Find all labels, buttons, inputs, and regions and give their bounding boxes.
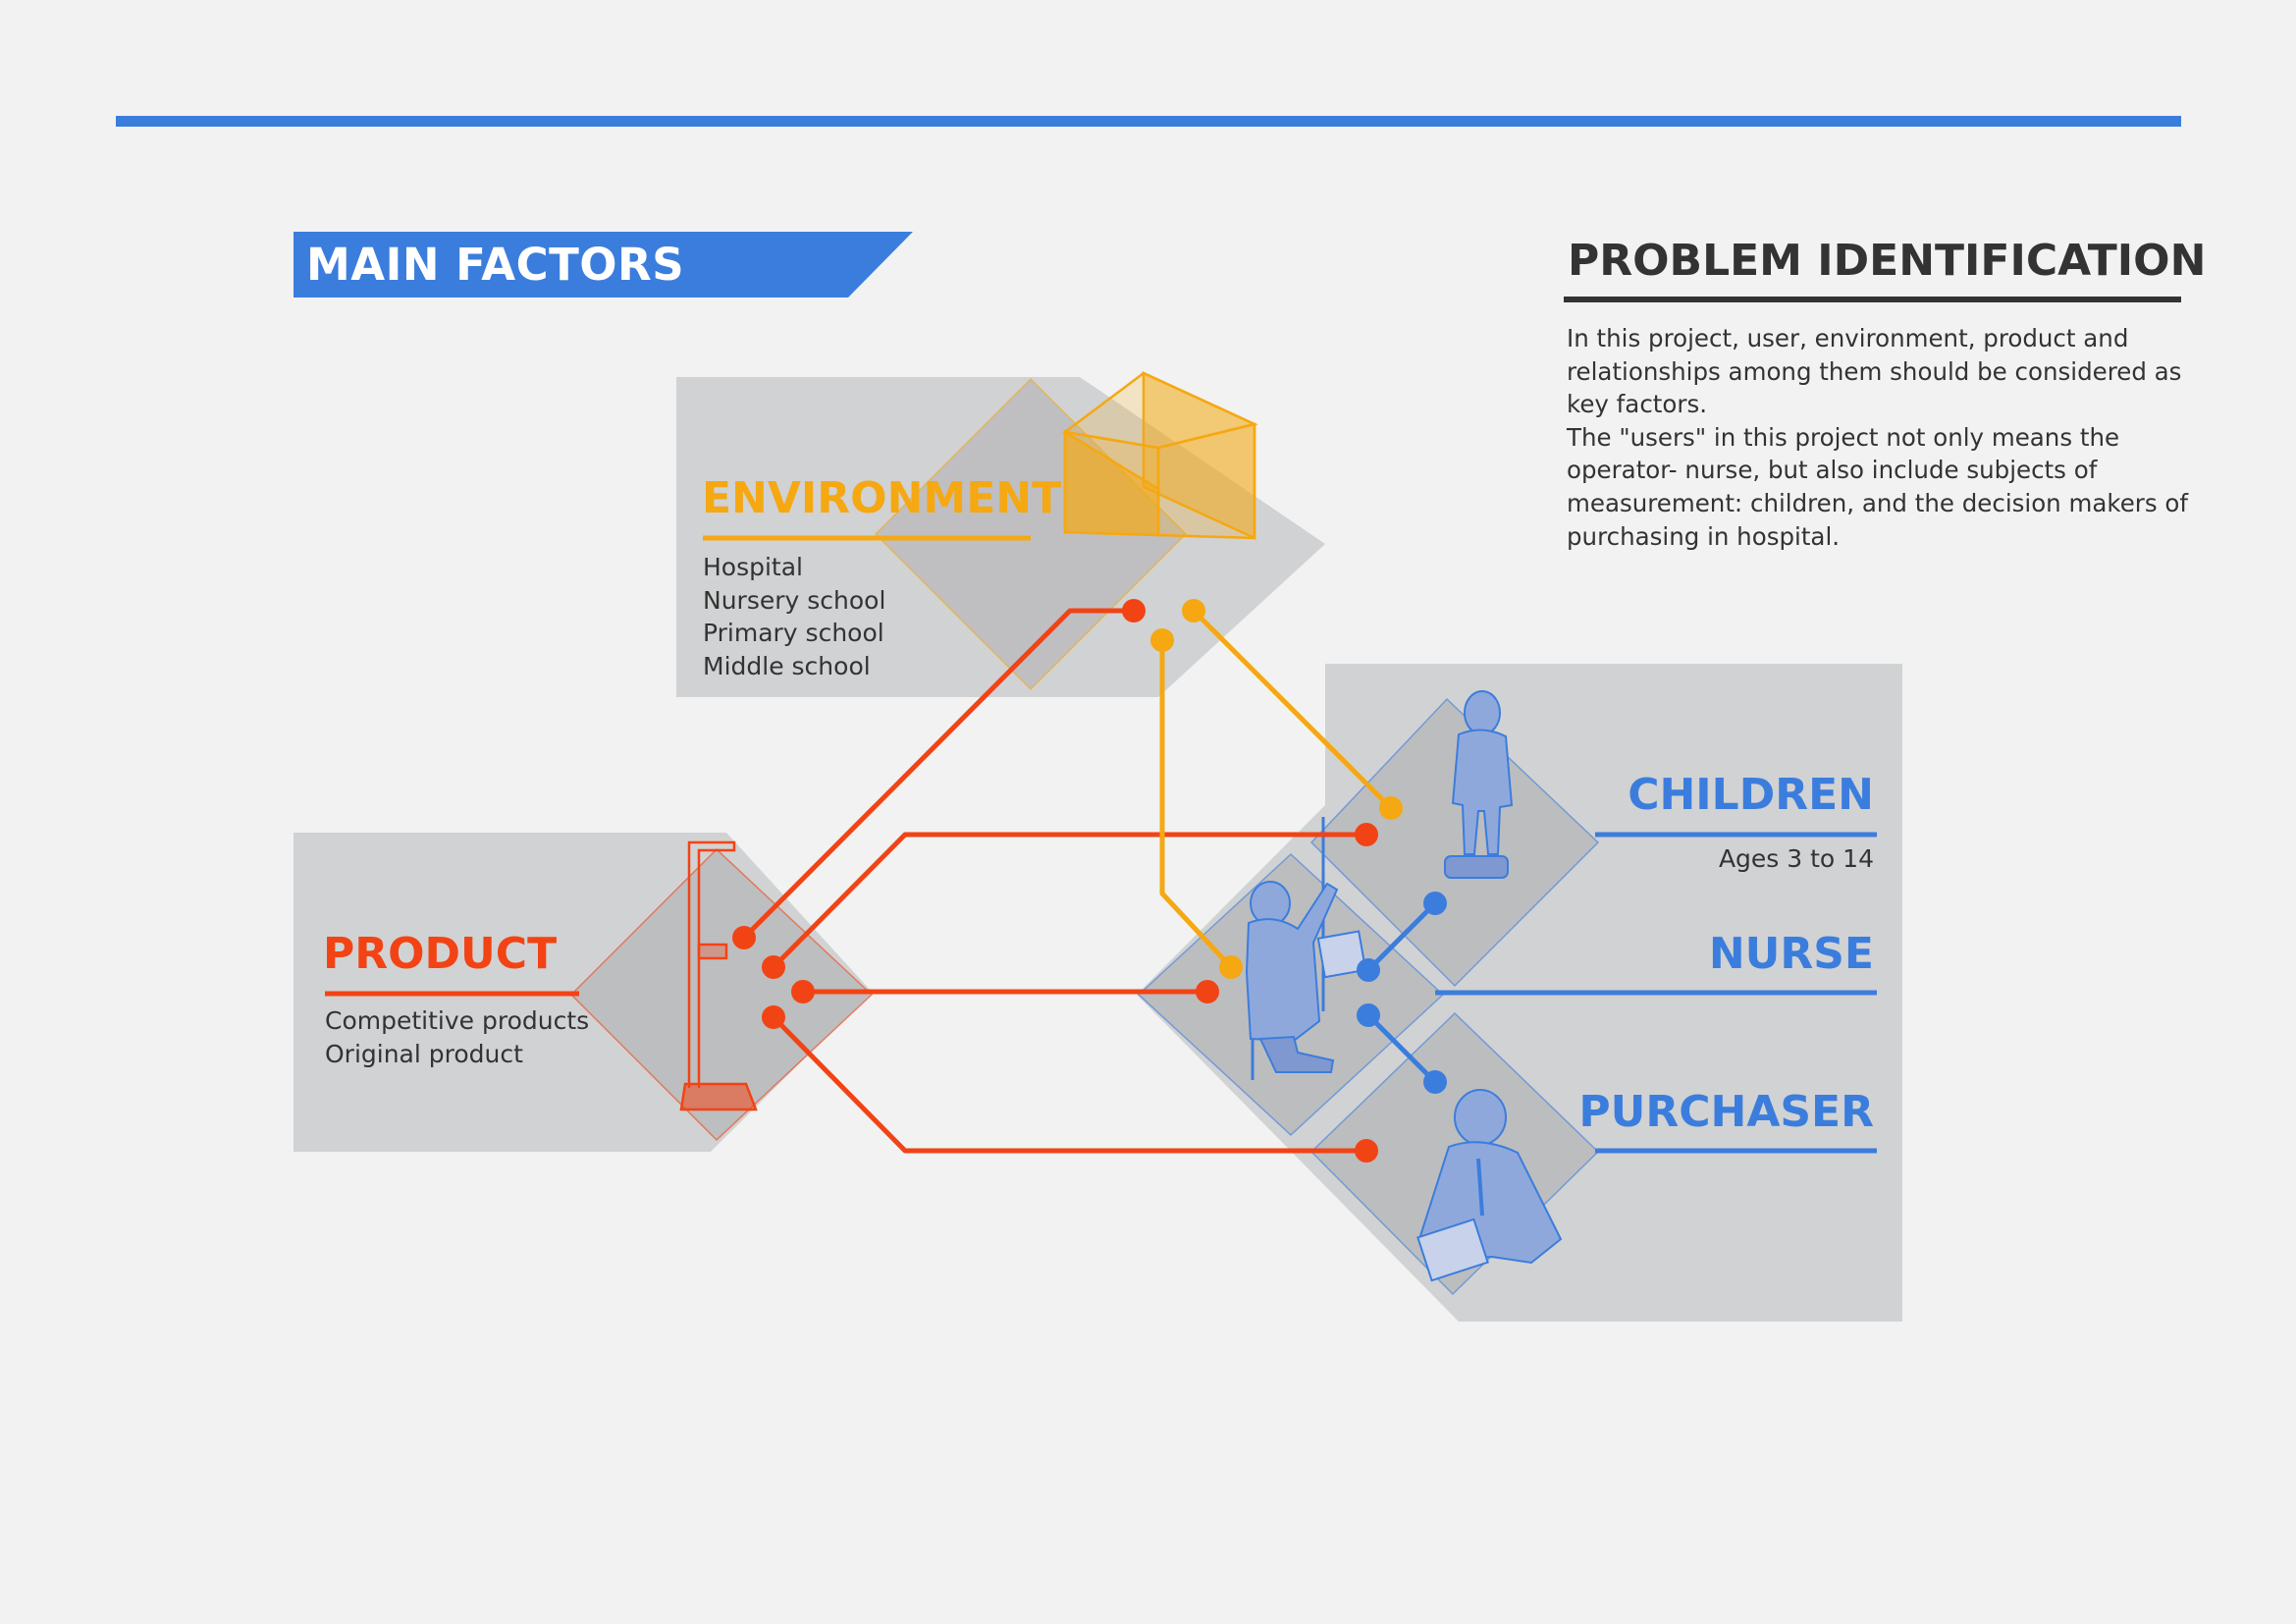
- top-rule: [116, 116, 2181, 127]
- child-figure-icon: [1444, 690, 1514, 879]
- problem-identification-title: PROBLEM IDENTIFICATION: [1568, 236, 2207, 286]
- problem-identification-rule: [1564, 297, 2181, 302]
- nurse-figure-icon: [1245, 817, 1367, 1080]
- connection-dots: [732, 599, 1447, 1163]
- user-connections: [1366, 901, 1437, 1084]
- product-item: Competitive products: [325, 1006, 590, 1035]
- environment-title: ENVIRONMENT: [702, 473, 1062, 523]
- environment-item: Primary school: [703, 619, 884, 648]
- product-item: Original product: [325, 1039, 523, 1068]
- product-panel: [294, 833, 874, 1152]
- nurse-title: NURSE: [1708, 929, 1874, 979]
- stadiometer-icon: [679, 840, 758, 1111]
- environment-connections: [1159, 609, 1393, 969]
- room-cube-icon: [1061, 371, 1258, 540]
- children-subtitle: Ages 3 to 14: [1718, 844, 1874, 873]
- environment-item: Middle school: [703, 651, 871, 680]
- environment-item: Hospital: [703, 553, 804, 581]
- children-title: CHILDREN: [1628, 770, 1874, 820]
- environment-item: Nursery school: [703, 585, 886, 615]
- problem-paragraph-2: The "users" in this project not only mea…: [1567, 422, 2189, 551]
- product-title: PRODUCT: [323, 929, 558, 979]
- problem-paragraph-1: In this project, user, environment, prod…: [1567, 324, 2182, 419]
- product-connections: [742, 608, 1366, 1154]
- problem-identification-text: In this project, user, environment, prod…: [1567, 322, 2195, 553]
- product-list: Competitive products Original product: [325, 1004, 589, 1070]
- purchaser-title: PURCHASER: [1578, 1087, 1874, 1137]
- main-factors-title: MAIN FACTORS: [306, 239, 685, 291]
- purchaser-figure-icon: [1416, 1089, 1563, 1282]
- environment-list: Hospital Nursery school Primary school M…: [703, 551, 885, 682]
